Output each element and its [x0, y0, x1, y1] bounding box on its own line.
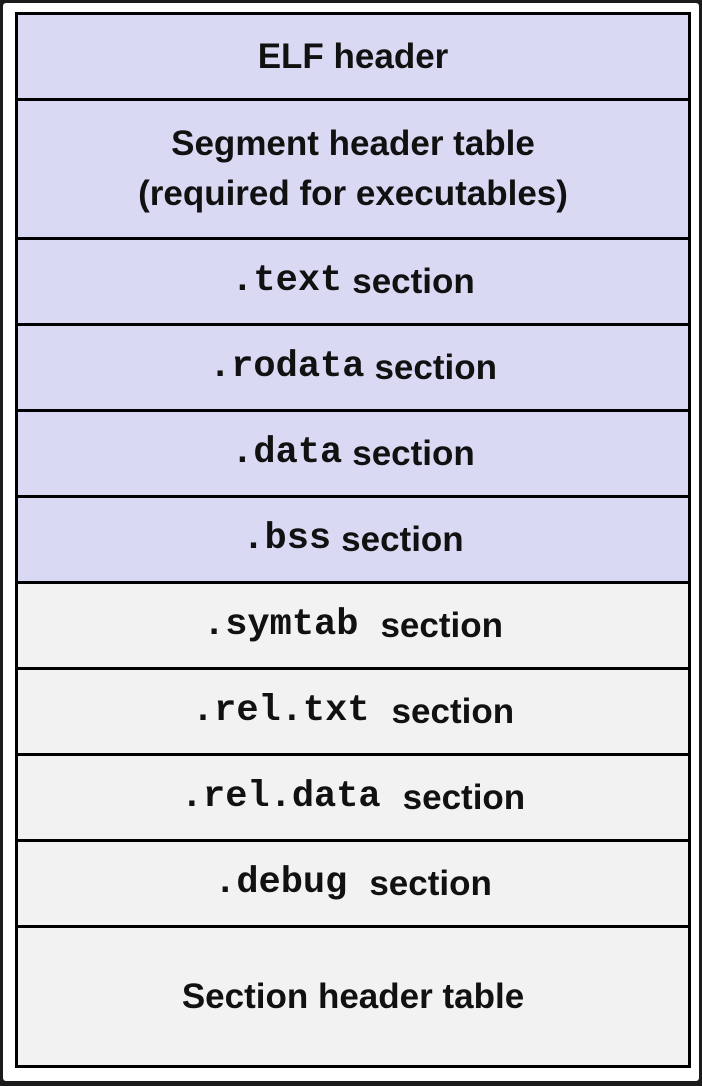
text-section-name: .text — [231, 260, 343, 303]
elf-layout-stack: ELF header Segment header table (require… — [15, 12, 691, 1068]
symtab-section-block: .symtab section — [18, 584, 688, 670]
segment-header-table-note: (required for executables) — [138, 174, 568, 213]
debug-section-label: section — [369, 863, 492, 903]
elf-header-label: ELF header — [257, 36, 449, 76]
bss-section-label: section — [341, 519, 464, 559]
section-header-table-block: Section header table — [18, 928, 688, 1065]
rel-txt-section-block: .rel.txt section — [18, 670, 688, 756]
debug-section-block: .debug section — [18, 842, 688, 928]
rodata-section-label: section — [374, 347, 497, 387]
rel-txt-section-label: section — [391, 691, 515, 731]
elf-header-block: ELF header — [18, 15, 688, 101]
segment-header-table-label: Segment header table — [171, 124, 535, 164]
rel-data-section-name: .rel.data — [180, 776, 381, 819]
data-section-label: section — [352, 433, 475, 473]
rodata-section-name: .rodata — [209, 346, 365, 389]
debug-section-name: .debug — [214, 862, 348, 905]
diagram-frame: ELF header Segment header table (require… — [3, 3, 699, 1081]
segment-header-table-block: Segment header table (required for execu… — [18, 101, 688, 240]
rel-txt-section-name: .rel.txt — [191, 690, 370, 733]
text-section-label: section — [352, 261, 475, 301]
rel-data-section-label: section — [402, 777, 526, 817]
symtab-section-name: .symtab — [203, 604, 359, 647]
section-header-table-label: Section header table — [181, 976, 525, 1016]
data-section-name: .data — [231, 432, 343, 475]
bss-section-name: .bss — [242, 518, 332, 561]
symtab-section-label: section — [380, 605, 503, 645]
rel-data-section-block: .rel.data section — [18, 756, 688, 842]
